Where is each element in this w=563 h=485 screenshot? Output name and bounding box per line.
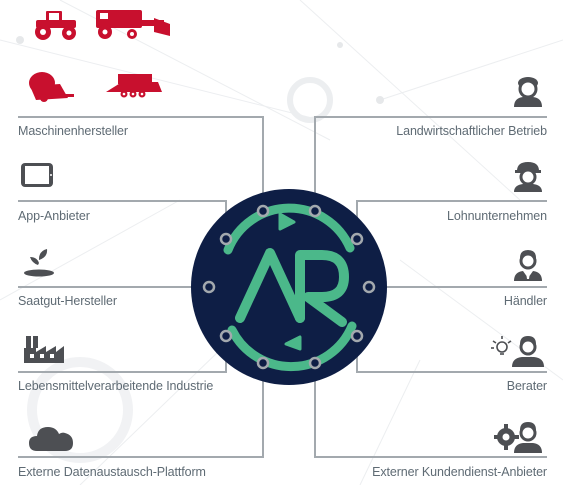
hub	[191, 189, 387, 385]
label-lebensmittelindustrie: Lebensmittelverarbeitende Industrie	[18, 379, 214, 393]
cloud-icon	[29, 427, 73, 451]
label-haendler: Händler	[503, 294, 547, 308]
ar-logo	[223, 203, 357, 372]
tablet-icon	[21, 163, 53, 187]
seedling-icon	[24, 249, 54, 277]
contractor-helmet-icon	[514, 162, 542, 192]
label-saatgut-hersteller: Saatgut-Hersteller	[18, 294, 117, 308]
hub-connector-nodes	[202, 204, 376, 370]
factory-icon	[24, 336, 64, 363]
label-lohnunternehmen: Lohnunternehmen	[447, 209, 547, 223]
label-maschinenhersteller: Maschinenhersteller	[18, 124, 128, 138]
service-gear-person-icon	[494, 422, 542, 453]
label-landwirtschaftlicher-betrieb: Landwirtschaftlicher Betrieb	[396, 124, 547, 138]
label-berater: Berater	[506, 379, 547, 393]
square-baler-icon	[106, 74, 162, 98]
tractor-icon	[35, 11, 76, 40]
consultant-idea-icon	[491, 336, 544, 367]
label-kundendienst-anbieter: Externer Kundendienst-Anbieter	[372, 465, 547, 479]
dealer-suit-icon	[514, 250, 542, 281]
label-datenaustausch-plattform: Externe Datenaustausch-Plattform	[18, 465, 206, 479]
farmer-icon	[514, 77, 542, 107]
label-app-anbieter: App-Anbieter	[18, 209, 90, 223]
combine-harvester-icon	[96, 10, 170, 39]
round-baler-icon	[29, 72, 74, 102]
